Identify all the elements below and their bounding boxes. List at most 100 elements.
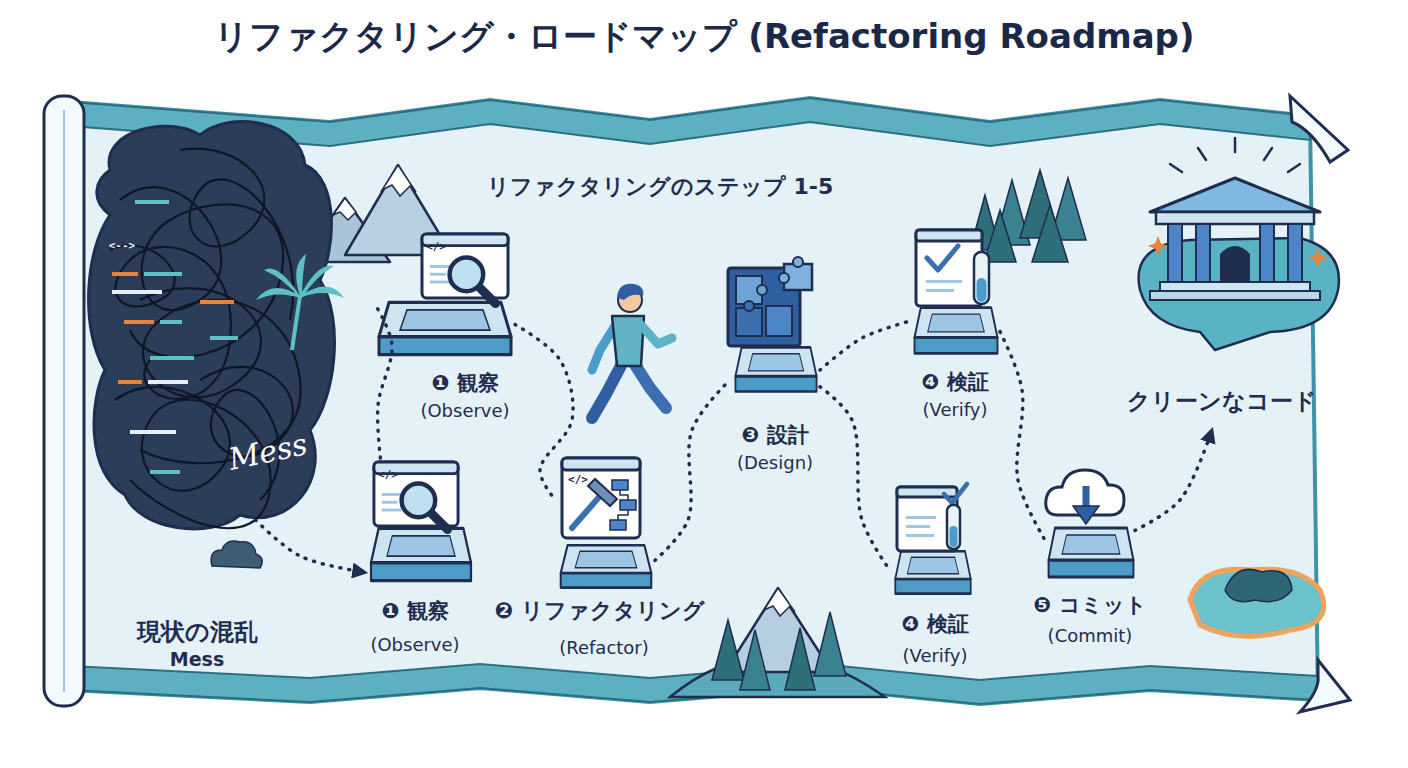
puzzle-icon: [728, 257, 812, 346]
doc-line: [906, 516, 936, 519]
forest: [970, 170, 1086, 262]
puzzle-knob: [793, 257, 803, 267]
mess-blob: [89, 122, 335, 529]
door: [1220, 246, 1250, 282]
small-cloud: [211, 541, 262, 568]
window-frame: [562, 458, 640, 538]
step: [1150, 291, 1320, 300]
code-line: [150, 470, 180, 474]
doc-line: [926, 280, 962, 283]
column: [1288, 224, 1302, 282]
puzzle-knob: [779, 273, 789, 283]
dotted-route: [1135, 430, 1212, 530]
palm-frond: [300, 266, 334, 298]
station-platform: [895, 551, 970, 593]
station-platform: [1049, 528, 1134, 577]
snow-cap: [382, 165, 416, 196]
commit-icon: [1046, 470, 1124, 524]
pine-tree: [785, 628, 815, 690]
snow-cap: [764, 588, 795, 616]
arm: [592, 326, 615, 370]
step-sublabel: (Design): [635, 452, 915, 474]
pine-tree: [814, 612, 846, 676]
step-sublabel: (Commit): [950, 625, 1230, 647]
test-liquid: [977, 278, 987, 302]
pine-tree: [712, 620, 744, 680]
code-line: [112, 272, 138, 276]
mountain: [345, 165, 452, 255]
step-sublabel: (Observe): [275, 634, 555, 656]
section-heading: リファクタリングのステップ 1-5: [487, 174, 833, 200]
paper-curl: [1290, 96, 1348, 162]
palm-frond: [264, 268, 300, 298]
station-platform: [915, 308, 998, 354]
doc-line: [926, 289, 954, 292]
mess-cloud: [89, 122, 344, 529]
step-label: ❺ コミット: [950, 593, 1230, 618]
column: [1168, 224, 1182, 282]
code-line: [130, 430, 176, 434]
code-line: [135, 200, 169, 204]
verify-icon: [916, 230, 989, 306]
scroll-roll: [44, 96, 84, 706]
scribble: [110, 245, 231, 398]
flow-box: [612, 480, 628, 490]
column: [1196, 224, 1210, 282]
station-platform: [735, 347, 816, 391]
code-line: [112, 290, 162, 294]
temple: [1139, 138, 1339, 350]
dotted-route: [1000, 332, 1045, 540]
down-arrow-head: [1073, 506, 1099, 524]
step-label: ❶ 観察: [325, 371, 605, 396]
paper-curl: [1300, 660, 1350, 712]
step-sublabel: (Observe): [325, 400, 605, 422]
code-symbol: </>: [378, 468, 398, 481]
code-line: [124, 320, 154, 324]
step-label: ❹ 検証: [795, 612, 1075, 637]
dotted-route: [256, 520, 365, 572]
code-line: [210, 336, 238, 340]
puzzle-knob: [757, 285, 767, 295]
step-station: ❹ 検証(Verify): [890, 483, 975, 598]
code-line: [160, 320, 182, 324]
entablature: [1156, 212, 1314, 224]
step-sublabel: Mess: [57, 648, 337, 671]
puzzle-piece: [736, 308, 762, 336]
pine-tree: [984, 210, 1016, 262]
ray: [1264, 148, 1272, 160]
puzzle-piece: [766, 306, 792, 336]
ray: [1170, 164, 1182, 172]
pine-tree: [740, 630, 770, 690]
window-bar: [562, 458, 640, 470]
check-mark: [944, 484, 967, 503]
flow-line: [618, 490, 628, 520]
dotted-route: [655, 380, 730, 561]
test-tube: [947, 505, 960, 549]
step-station: ❶ 観察(Observe): [365, 458, 475, 588]
walking-person: [592, 284, 672, 418]
sparkle: [1308, 248, 1328, 268]
step-station: ❷ リファクタリング(Refactor): [555, 455, 655, 590]
puzzle-knob: [744, 301, 754, 311]
document-bar: [916, 230, 982, 241]
puzzle-board: [728, 268, 800, 346]
magnifier-icon: [450, 258, 496, 304]
bush: [1225, 569, 1292, 601]
dotted-route: [515, 325, 573, 500]
doc-line: [906, 525, 930, 528]
scroll-roll-line: [63, 110, 65, 692]
palm-trunk: [292, 296, 300, 350]
step-label: ❷ リファクタリング: [460, 598, 740, 624]
code-line: [118, 380, 142, 384]
station-platform: [371, 528, 471, 580]
pediment: [1150, 178, 1320, 212]
step: [1160, 282, 1310, 291]
pine-tree: [1032, 205, 1068, 262]
code-line: [200, 300, 234, 304]
step-sublabel: (Verify): [815, 399, 1095, 421]
diagram-title: リファクタリング・ロードマップ (Refactoring Roadmap): [0, 16, 1408, 57]
dotted-route: [375, 304, 392, 458]
code-symbol: </>: [426, 240, 446, 253]
small-island: [1190, 569, 1324, 636]
goal-station: クリーンなコード: [1130, 180, 1340, 430]
